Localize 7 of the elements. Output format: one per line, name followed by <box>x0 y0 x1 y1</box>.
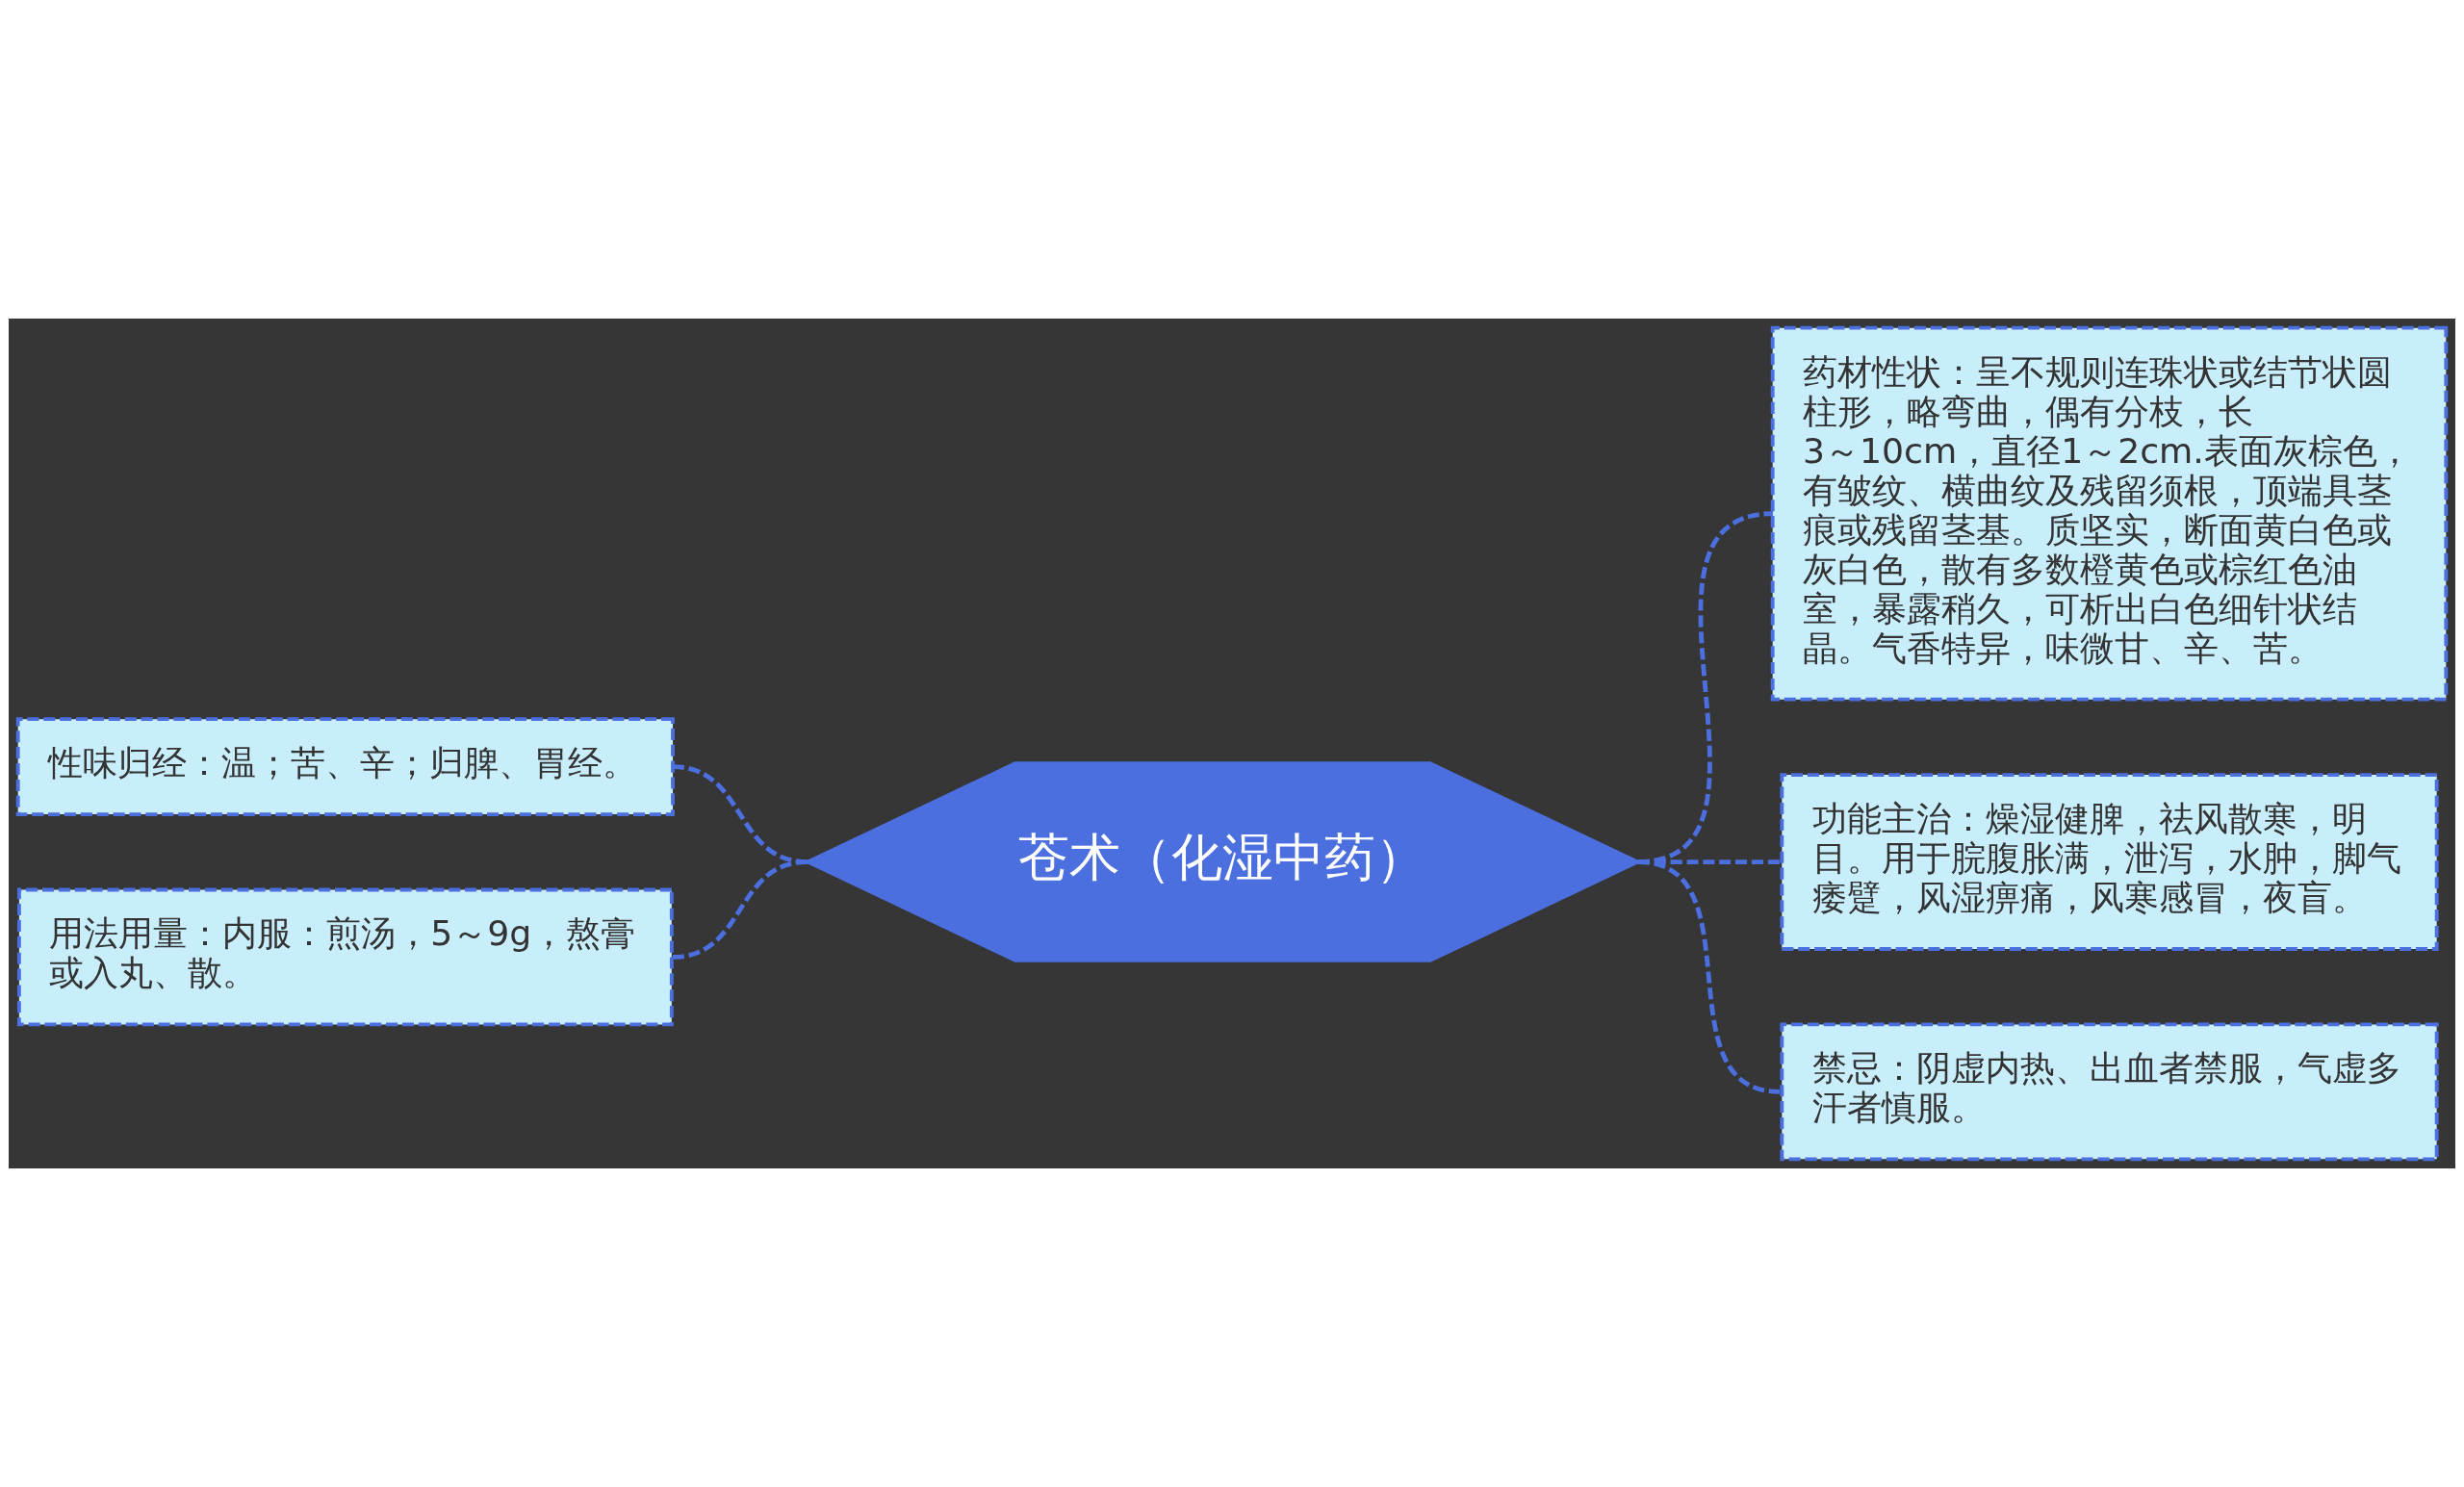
node-box: 用法用量：内服：煎汤，5～9g，熬膏或入丸、散。 <box>16 887 674 1027</box>
connector <box>672 859 808 960</box>
node-box: 功能主治：燥湿健脾，祛风散寒，明目。用于脘腹胀满，泄泻，水肿，脚气痿躄，风湿痹痛，风寒感冒，夜盲。 <box>1780 773 2439 951</box>
node-box: 药材性状：呈不规则连珠状或结节状圆柱形，略弯曲，偶有分枝，长3～10cm，直径1～2cm.表面灰棕色，有皱纹、横曲纹及残留须根，顶端具茎痕或残留茎基。质坚实，断面黄白色或灰白色，散有多数橙黄色或棕红色油室，暴露稍久，可析出白色细针状结晶。气香特异，味微甘、辛、苦。 <box>1770 325 2449 702</box>
connector <box>1637 859 1781 1094</box>
node-box: 性味归经：温；苦、辛；归脾、胃经。 <box>15 717 675 816</box>
node-box: 禁忌：阴虚内热、出血者禁服，气虚多汗者慎服。 <box>1780 1022 2439 1162</box>
